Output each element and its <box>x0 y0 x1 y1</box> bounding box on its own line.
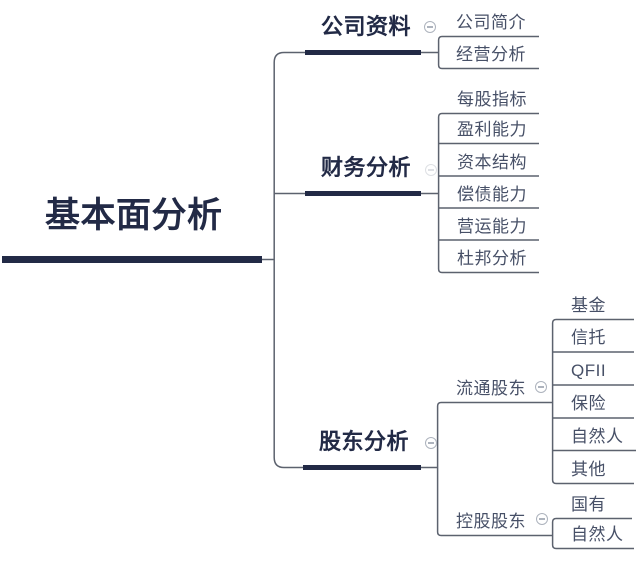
branch-financial-analysis-label: 财务分析 <box>321 155 412 180</box>
tradable-children-bracket <box>551 318 634 485</box>
leaf-insurance-label: 保险 <box>571 394 606 413</box>
financial-analysis-children-bracket <box>437 112 539 274</box>
leaf-per-share-indicators-label: 每股指标 <box>457 90 527 109</box>
trunk-line <box>273 51 305 469</box>
leaf-trust-label: 信托 <box>571 328 606 347</box>
leaf-natural-person-2-label: 自然人 <box>571 525 624 544</box>
controlling-children-bracket <box>551 517 634 550</box>
collapse-icon-shareholder-analysis[interactable] <box>425 437 437 449</box>
leaf-fund-label: 基金 <box>571 296 606 315</box>
minus-glyph <box>428 169 434 171</box>
leaf-operation-analysis-label: 经营分析 <box>456 45 526 64</box>
subbranch-controlling-shareholders-label: 控股股东 <box>456 512 526 531</box>
minus-glyph <box>428 442 434 444</box>
leaf-other-label: 其他 <box>571 460 606 479</box>
subbranch-tradable-shareholders-label: 流通股东 <box>456 379 526 398</box>
branch-shareholder-analysis-label: 股东分析 <box>319 429 410 454</box>
leaf-profitability-label: 盈利能力 <box>457 120 527 139</box>
leaf-qfii-label: QFII <box>571 361 607 380</box>
collapse-icon-controlling-shareholders[interactable] <box>536 513 548 525</box>
minus-glyph <box>427 26 433 28</box>
minus-glyph <box>539 518 545 520</box>
branch-company-profile-label: 公司资料 <box>321 14 412 39</box>
shareholder-children-bracket <box>436 401 553 537</box>
collapse-icon-financial-analysis[interactable] <box>425 164 437 176</box>
root-node-label: 基本面分析 <box>45 196 223 235</box>
leaf-dupont-analysis-label: 杜邦分析 <box>457 249 527 268</box>
collapse-icon-company-profile[interactable] <box>424 21 436 33</box>
company-profile-children-bracket <box>437 35 539 70</box>
minus-glyph <box>538 386 544 388</box>
collapse-icon-tradable-shareholders[interactable] <box>535 381 547 393</box>
leaf-operating-capacity-label: 营运能力 <box>457 217 527 236</box>
leaf-natural-person-label: 自然人 <box>571 427 624 446</box>
leaf-company-intro-label: 公司简介 <box>456 13 526 32</box>
leaf-solvency-label: 偿债能力 <box>457 185 527 204</box>
leaf-state-owned-label: 国有 <box>571 495 606 514</box>
leaf-capital-structure-label: 资本结构 <box>457 153 527 172</box>
